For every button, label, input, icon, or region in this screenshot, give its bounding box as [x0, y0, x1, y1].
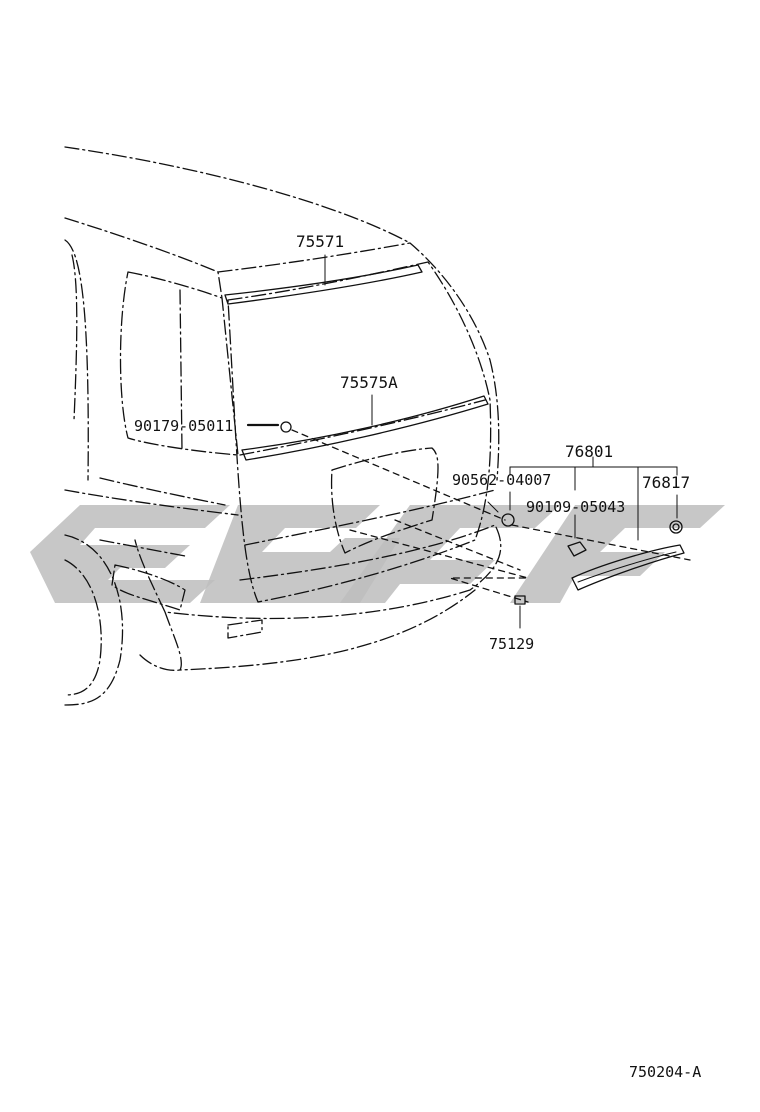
label-76801: 76801 — [565, 442, 613, 461]
label-90109-05043: 90109-05043 — [526, 498, 625, 516]
part-76801-spoiler[interactable] — [571, 544, 685, 591]
part-76817-clip[interactable] — [669, 494, 683, 534]
part-75129-emblem[interactable] — [349, 519, 529, 629]
part-90179-clip[interactable] — [246, 421, 506, 521]
label-90179-05011: 90179-05011 — [134, 417, 233, 435]
label-75575A: 75575A — [340, 373, 398, 392]
part-75575A-garnish[interactable] — [241, 394, 489, 461]
label-90562-04007: 90562-04007 — [452, 471, 551, 489]
label-75571: 75571 — [296, 232, 344, 251]
label-75129: 75129 — [489, 635, 534, 653]
drawing-code: 750204-A — [629, 1063, 701, 1081]
part-90562-nut[interactable] — [487, 491, 515, 527]
watermark-logo — [30, 505, 725, 603]
part-76801-bracket — [509, 456, 678, 541]
part-75571-molding[interactable] — [224, 254, 423, 305]
vehicle-body — [64, 146, 502, 706]
label-76817: 76817 — [642, 473, 690, 492]
part-90109-screw[interactable] — [511, 514, 691, 561]
